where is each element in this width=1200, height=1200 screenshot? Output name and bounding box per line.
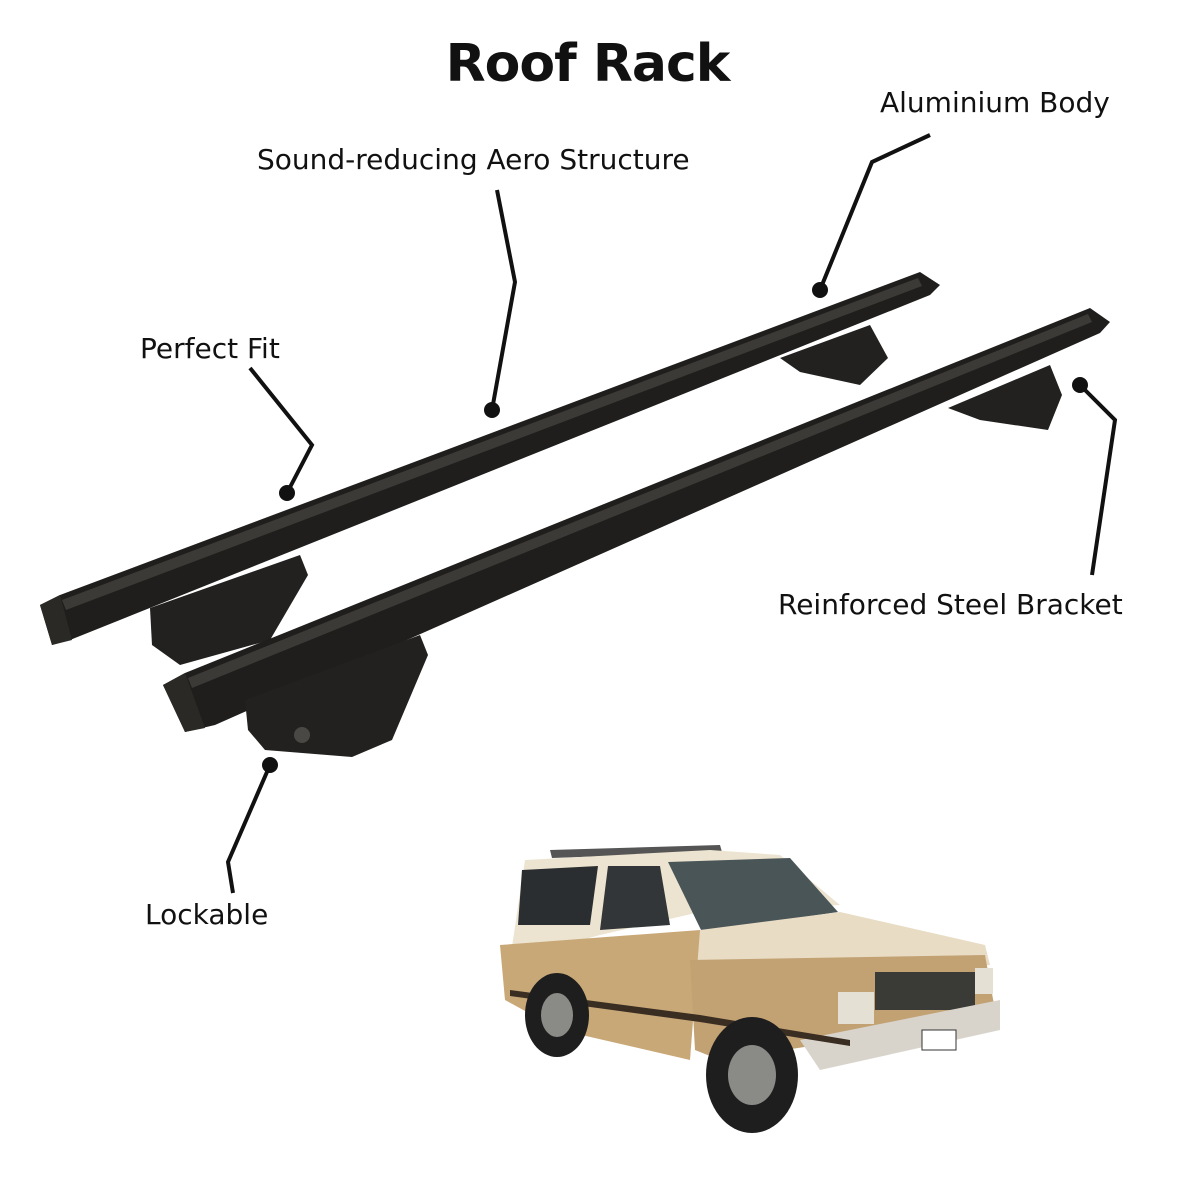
front-left-bracket bbox=[245, 635, 428, 757]
lock-cylinder bbox=[294, 727, 310, 743]
leader-lines bbox=[225, 133, 1118, 894]
rear-left-bracket bbox=[150, 555, 308, 665]
front-crossbar bbox=[163, 308, 1110, 757]
label-perfect-fit: Perfect Fit bbox=[140, 332, 280, 365]
callout-dots bbox=[262, 282, 1088, 773]
leader-aero-structure bbox=[490, 189, 518, 411]
label-lockable: Lockable bbox=[145, 898, 269, 931]
leader-aluminium-body bbox=[818, 133, 931, 291]
label-aero-structure: Sound-reducing Aero Structure bbox=[257, 143, 690, 176]
leader-steel-bracket bbox=[1078, 383, 1118, 576]
rear-right-bracket bbox=[780, 325, 888, 385]
front-right-bracket bbox=[948, 365, 1062, 430]
rear-crossbar bbox=[40, 272, 940, 665]
vehicle-image bbox=[500, 845, 1000, 1133]
leader-lockable bbox=[225, 764, 272, 894]
label-aluminium-body: Aluminium Body bbox=[880, 86, 1110, 119]
page-title: Roof Rack bbox=[445, 34, 731, 94]
label-steel-bracket: Reinforced Steel Bracket bbox=[778, 588, 1123, 621]
leader-perfect-fit bbox=[248, 366, 315, 494]
